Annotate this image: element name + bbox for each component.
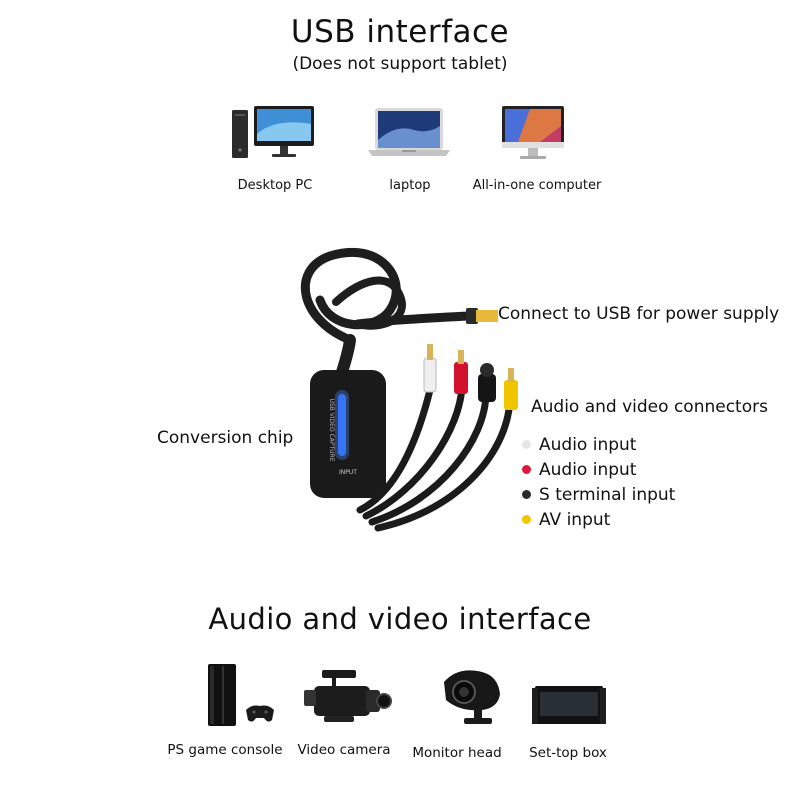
av-connectors-callout: Audio and video connectors: [531, 397, 768, 417]
yellow-dot-icon: [522, 515, 531, 524]
laptop-icon: [368, 108, 450, 156]
rca-white-connector: [423, 357, 437, 393]
capture-box: [310, 370, 386, 498]
set-top-box-icon: [532, 686, 606, 724]
device-label-desktop-pc: Desktop PC: [237, 178, 313, 193]
device-label-video-camera: Video camera: [297, 742, 391, 758]
usb-power-callout: Connect to USB for power supply: [498, 304, 780, 324]
legend-row-white: Audio input: [522, 432, 675, 457]
all-in-one-computer-icon: [502, 106, 564, 159]
s-video-connector: [478, 374, 496, 402]
legend-label-red: Audio input: [539, 459, 637, 480]
rca-red-connector: [454, 362, 468, 394]
device-label-game-console: PS game console: [167, 742, 283, 758]
device-label-monitor-head: Monitor head: [412, 745, 502, 761]
usb-plug-metal: [476, 310, 498, 322]
legend-row-red: Audio input: [522, 457, 675, 482]
capture-box-input-label: INPUT: [339, 469, 357, 476]
legend-row-yellow: AV input: [522, 507, 675, 532]
device-label-set-top-box: Set-top box: [529, 745, 607, 761]
legend-label-yellow: AV input: [539, 509, 611, 530]
red-dot-icon: [522, 465, 531, 474]
legend-label-white: Audio input: [539, 434, 637, 455]
rca-yellow-connector: [504, 380, 518, 410]
usb-interface-subtitle: (Does not support tablet): [292, 54, 508, 74]
desktop-pc-icon: [232, 106, 314, 158]
video-camera-icon: [304, 670, 392, 722]
capture-box-label: USB VIDEO CAPTURE: [328, 398, 335, 461]
legend-row-black: S terminal input: [522, 482, 675, 507]
black-dot-icon: [522, 490, 531, 499]
device-label-laptop: laptop: [389, 178, 431, 193]
connector-legend: Audio input Audio input S terminal input…: [522, 432, 675, 532]
usb-capture-device-illustration: USB VIDEO CAPTURE INPUT: [300, 247, 518, 532]
conversion-chip-callout: Conversion chip: [157, 428, 294, 448]
av-interface-title: Audio and video interface: [208, 602, 592, 636]
game-console-icon: [208, 664, 274, 726]
usb-plug-body: [466, 308, 478, 324]
white-dot-icon: [522, 440, 531, 449]
usb-interface-title: USB interface: [290, 14, 510, 50]
monitor-head-icon: [444, 670, 500, 724]
legend-label-black: S terminal input: [539, 484, 676, 505]
device-label-all-in-one: All-in-one computer: [472, 178, 602, 193]
